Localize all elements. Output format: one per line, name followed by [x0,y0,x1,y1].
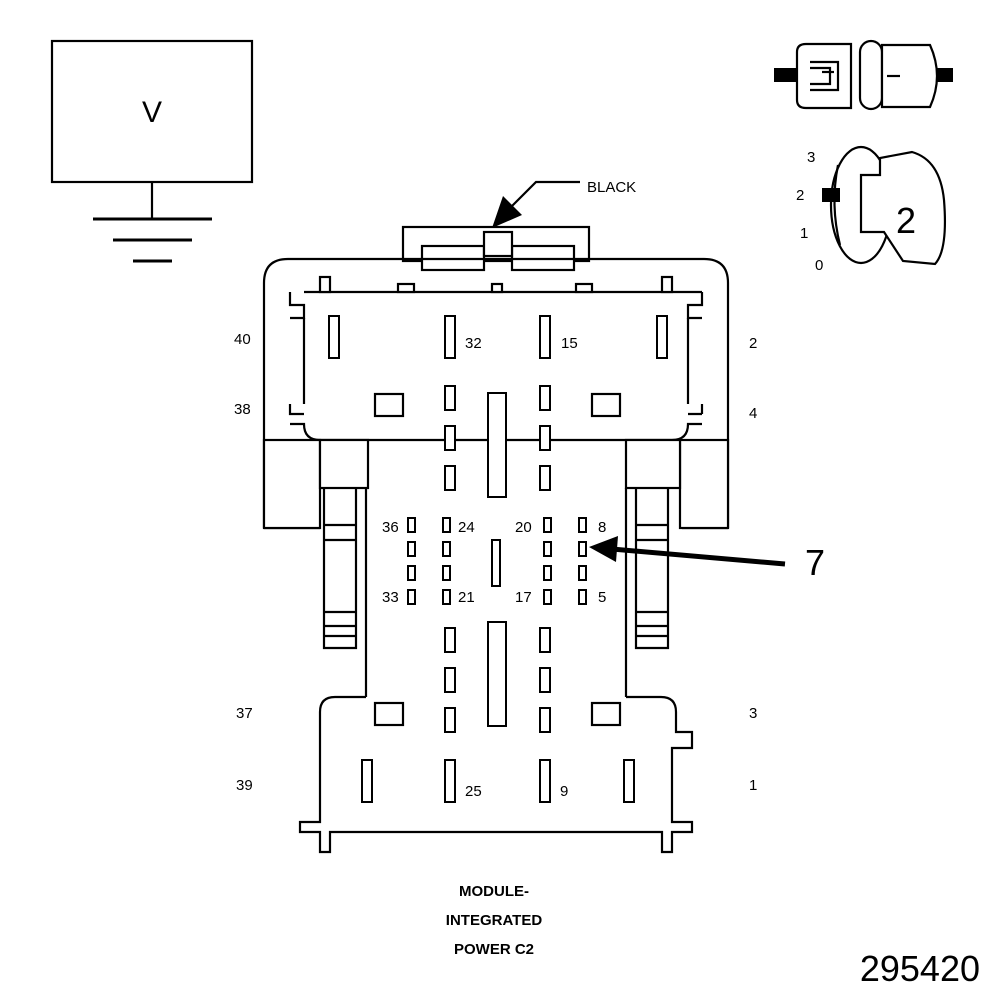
dial-position-0: 0 [815,257,823,274]
pin-label-2: 2 [749,335,757,352]
pin-label-21: 21 [458,589,475,606]
pin-label-20: 20 [515,519,532,536]
caption-line-2: INTEGRATED [446,912,543,929]
pin-label-38: 38 [234,401,251,418]
pin-label-39: 39 [236,777,253,794]
dial-position-2: 2 [796,187,804,204]
terminal-probe-icon [774,39,953,111]
pin-label-40: 40 [234,331,251,348]
pin-label-4: 4 [749,405,757,422]
pin-label-3: 3 [749,705,757,722]
pin-label-9: 9 [560,783,568,800]
pin-label-36: 36 [382,519,399,536]
caption-line-1: MODULE- [459,883,529,900]
pin-label-1: 1 [749,777,757,794]
color-callout: BLACK [492,179,636,228]
pin-2 [656,315,668,359]
pin-7 [578,541,587,557]
pin-39 [361,759,373,803]
pin-label-33: 33 [382,589,399,606]
voltmeter-label: V [142,96,162,129]
pin-label-5: 5 [598,589,606,606]
pin-label-8: 8 [598,519,606,536]
connector-caption: MODULE- INTEGRATED POWER C2 [446,883,543,958]
figure-number: 295420 [860,948,980,989]
pin-9 [539,759,551,803]
small-pin-grid [407,517,587,605]
probe-callout-number: 7 [805,542,825,583]
pin-1 [623,759,635,803]
connector-c2-face [262,225,730,854]
pin-label-24: 24 [458,519,475,536]
dial-position-icon: 3 2 1 0 2 [796,145,947,274]
pin-label-17: 17 [515,589,532,606]
pin-40 [328,315,340,359]
connector-color-label: BLACK [587,179,636,196]
pin-number-labels: 40 38 37 39 2 4 3 1 32 15 25 9 36 24 20 … [234,331,757,800]
probe-arrow-callout: 7 [589,536,825,583]
dial-selected-position: 2 [896,200,916,241]
dial-position-1: 1 [800,225,808,242]
voltmeter-ground-symbol: V [50,39,254,263]
pin-32 [444,315,456,359]
pin-label-15: 15 [561,335,578,352]
pin-25 [444,759,456,803]
caption-line-3: POWER C2 [454,941,534,958]
dial-position-3: 3 [807,149,815,166]
pin-label-25: 25 [465,783,482,800]
pin-label-37: 37 [236,705,253,722]
pin-label-32: 32 [465,335,482,352]
pin-15 [539,315,551,359]
